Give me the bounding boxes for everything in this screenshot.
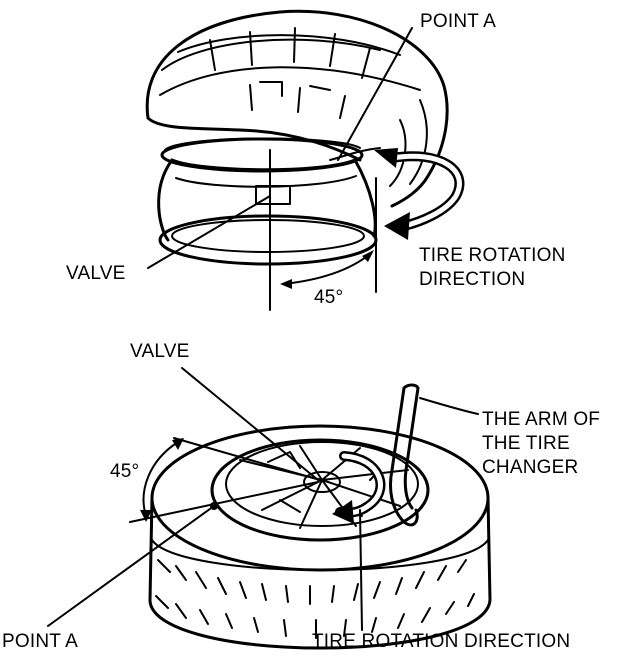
- top-direction-line-2: DIRECTION: [419, 269, 526, 290]
- bottom-valve-label: VALVE: [130, 341, 190, 362]
- bottom-rotation-direction-label: TIRE ROTATION DIRECTION: [312, 631, 571, 652]
- arm-label-line-3: CHANGER: [482, 457, 579, 478]
- top-direction-line-1: TIRE ROTATION: [419, 245, 566, 266]
- arm-label-line-1: THE ARM OF: [482, 409, 601, 430]
- arm-label-line-2: THE TIRE: [482, 433, 570, 454]
- top-angle-label: 45°: [314, 287, 344, 308]
- top-point-a-label: POINT A: [420, 11, 497, 32]
- top-tire: [145, 9, 449, 208]
- top-rotation-direction-label: TIRE ROTATION DIRECTION: [419, 244, 566, 292]
- top-valve-label: VALVE: [66, 263, 126, 284]
- bottom-wheel: [210, 438, 430, 542]
- bottom-tire: [148, 424, 492, 650]
- bottom-point-a-label: POINT A: [2, 631, 79, 652]
- top-wheel-rim: [157, 137, 378, 266]
- bottom-rotation-arrow: [332, 451, 386, 524]
- top-rotation-arrow: [374, 148, 465, 240]
- tire-changer-arm: [389, 383, 420, 527]
- tire-changer-arm-label: THE ARM OF THE TIRE CHANGER: [482, 408, 600, 480]
- bottom-angle-label: 45°: [110, 461, 140, 482]
